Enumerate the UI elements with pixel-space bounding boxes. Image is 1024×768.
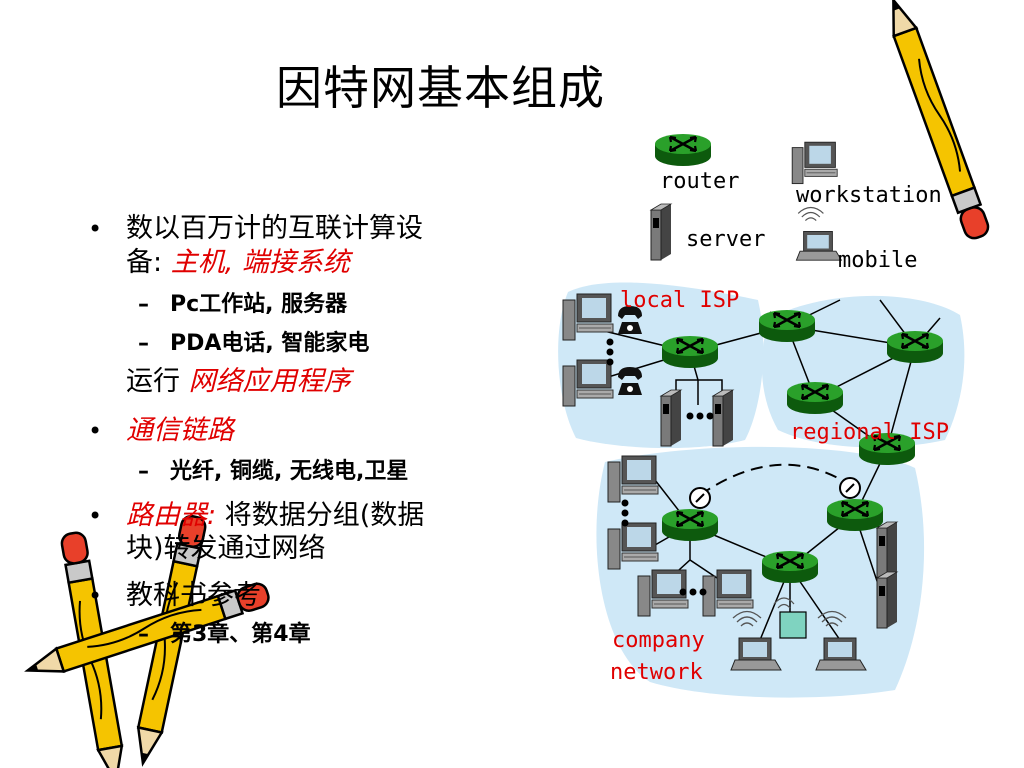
router-icon xyxy=(653,132,713,168)
router-icon xyxy=(760,549,820,585)
router-icon xyxy=(660,507,720,543)
ellipsis-icon xyxy=(606,338,614,366)
legend-workstation-label: workstation xyxy=(796,183,942,208)
local-isp-label: local ISP xyxy=(620,288,740,313)
dashed-wireless-link xyxy=(699,463,851,496)
ellipsis-icon xyxy=(679,588,707,596)
router-icon xyxy=(825,497,885,533)
dish-icon xyxy=(839,477,861,499)
legend-server-label: server xyxy=(686,227,766,252)
server-icon xyxy=(876,521,898,579)
router-icon xyxy=(885,329,945,365)
mobile-icon xyxy=(795,206,842,261)
server-icon xyxy=(650,203,672,261)
dish-icon xyxy=(689,487,711,509)
legend-mobile-label: mobile xyxy=(838,248,918,273)
company-network-label-line2: network xyxy=(610,660,703,685)
router-icon xyxy=(785,380,845,416)
access-point-icon xyxy=(773,597,807,639)
regional-isp-label: regional ISP xyxy=(790,420,949,445)
server-icon xyxy=(876,571,898,629)
router-icon xyxy=(660,334,720,370)
workstation-icon xyxy=(791,141,838,185)
server-icon xyxy=(712,389,734,447)
server-icon xyxy=(660,389,682,447)
ellipsis-icon xyxy=(686,412,714,420)
legend-router-label: router xyxy=(660,169,740,194)
page-title: 因特网基本组成 xyxy=(276,61,605,115)
ellipsis-icon xyxy=(621,499,629,527)
router-icon xyxy=(757,308,817,344)
company-network-label-line1: company xyxy=(612,628,705,653)
